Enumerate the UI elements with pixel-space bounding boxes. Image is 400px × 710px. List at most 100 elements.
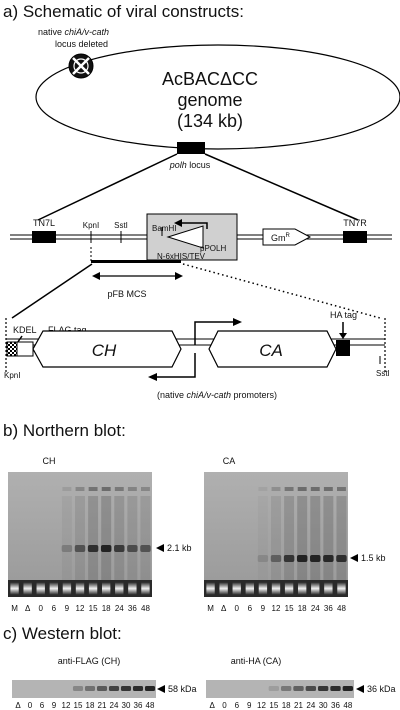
lane-smear [310,496,321,580]
northern-ch-band-arrow [156,544,164,552]
lane-label: Δ [221,604,227,613]
well-band [323,487,333,491]
protein-band [268,686,280,691]
lane-label: Δ [209,701,215,710]
well-band [141,487,150,491]
northern-ca-band-arrow [350,554,358,562]
lane-label: M [11,604,18,613]
rrna-band [245,582,255,595]
lane-label: 36 [331,701,340,710]
lane-label: 48 [146,701,155,710]
western-ha-arrow [356,685,364,693]
lane-smear [271,496,281,580]
polh-locus-box [177,142,205,154]
flag-tag-label: FLAG tag [48,325,87,335]
mcs-arrowhead-left [92,272,100,280]
zoom-line-right [204,153,359,221]
rrna-band [324,582,333,595]
lane-smear [61,496,72,580]
polh-locus-label: polh locus [169,160,211,170]
lane-smear [140,496,151,580]
lane-smear [323,496,334,580]
well-band [337,487,346,491]
lane-label: 6 [248,604,253,613]
rna-band [140,545,151,552]
protein-band [132,686,144,691]
ch-promoter-arrow [157,353,196,378]
northern-ca-size: 1.5 kb [361,553,386,563]
blot-membrane [8,472,152,580]
lane-label: 48 [343,701,352,710]
well-band [271,487,281,491]
lane-label: 36 [128,604,137,613]
kpni-low-label: KpnI [4,371,20,380]
well-band [284,487,294,491]
kpni-label: KpnI [83,221,99,230]
ha-tag-box [336,340,350,356]
rna-band [257,555,269,562]
rna-band [114,545,125,552]
genome-name: AcBACΔCC [162,69,258,89]
rrna-band [23,582,32,595]
rna-band [74,545,86,552]
gentamicin-resistance-gene [262,228,312,246]
well-band [310,487,320,491]
well-band [127,487,137,491]
lane-label: 48 [337,604,346,613]
rrna-band [62,582,72,595]
deleted-locus-icon [68,53,94,79]
protein-band [342,686,354,691]
rrna-band [271,582,281,595]
protein-band [293,686,304,691]
lane-label: 18 [86,701,95,710]
lane-label: 6 [235,701,240,710]
lane-label: Δ [25,604,31,613]
well-band [114,487,124,491]
lane-smear [127,496,138,580]
rna-band [87,545,99,552]
section-a-title: a) Schematic of viral constructs: [3,2,244,21]
western-ha-label: anti-HA (CA) [231,656,282,666]
lane-label: 18 [282,701,291,710]
ca-gene-label: CA [259,341,283,360]
northern-ca-label: CA [223,456,236,466]
lane-label: 6 [52,604,57,613]
ssti-label: SstI [114,221,128,230]
lane-label: 0 [28,701,33,710]
rrna-band [128,582,137,595]
well-band [88,487,98,491]
western-flag-size: 58 kDa [168,684,197,694]
rrna-band [75,582,85,595]
section-c-title: c) Western blot: [3,624,122,643]
zoom-line-left [37,153,178,221]
rrna-band [258,582,268,595]
genome-size: (134 kb) [177,111,243,131]
deleted-locus-label-2: locus deleted [55,39,108,49]
native-promoters-label: (native chiA/v-cath promoters) [157,390,277,400]
insert-zoom-left [11,263,93,319]
northern-ch-size: 2.1 kb [167,543,192,553]
lane-label: 21 [98,701,107,710]
northern-ch-label: CH [43,456,56,466]
protein-band [72,686,84,691]
genome-circle [35,44,400,150]
ssti-low-label: SstI [376,369,390,378]
lane-label: 0 [222,701,227,710]
lane-label: 36 [134,701,143,710]
tn7l-label: TN7L [33,218,55,228]
lane-label: 6 [40,701,45,710]
protein-band [96,686,108,691]
ha-tag-label: HA tag [330,310,357,320]
lane-label: 48 [141,604,150,613]
protein-band [305,686,317,691]
lane-label: 24 [311,604,320,613]
rrna-band [88,582,98,595]
western-blot-ha [206,680,354,698]
kdel-label: KDEL [13,325,37,335]
rrna-band [36,582,45,595]
protein-band [144,686,156,691]
ca-promoter-arrow [194,321,233,345]
tn7r-box [343,231,367,243]
western-blot-flag [12,680,156,698]
